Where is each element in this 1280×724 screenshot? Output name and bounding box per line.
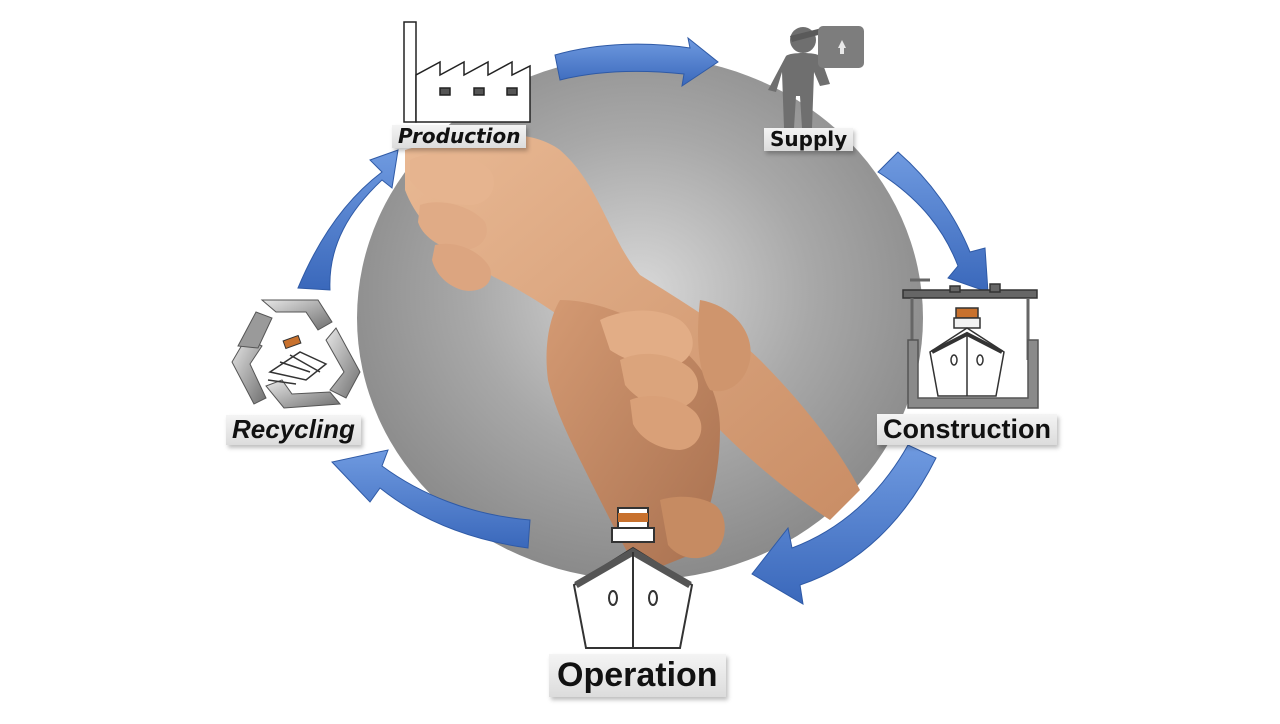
person-with-box-icon xyxy=(768,26,864,128)
stage-label-construction: Construction xyxy=(877,414,1057,446)
arrow-operation-to-recycling xyxy=(331,449,531,549)
recycle-icon xyxy=(231,299,361,409)
stage-label-recycling: Recycling xyxy=(226,414,361,445)
clasped-hands-image xyxy=(405,134,860,575)
arrow-production-to-supply xyxy=(554,36,719,88)
arrow-recycling-to-production xyxy=(297,149,399,291)
stage-label-supply: Supply xyxy=(764,128,854,151)
arrow-construction-to-operation xyxy=(751,444,937,605)
ship-icon xyxy=(572,507,694,649)
stage-label-production: Production xyxy=(392,125,527,148)
shipyard-dock-icon xyxy=(902,278,1039,409)
factory-icon xyxy=(403,21,531,123)
cycle-arrows xyxy=(297,36,989,605)
stage-label-operation: Operation xyxy=(549,654,726,698)
arrow-supply-to-construction xyxy=(877,151,989,293)
